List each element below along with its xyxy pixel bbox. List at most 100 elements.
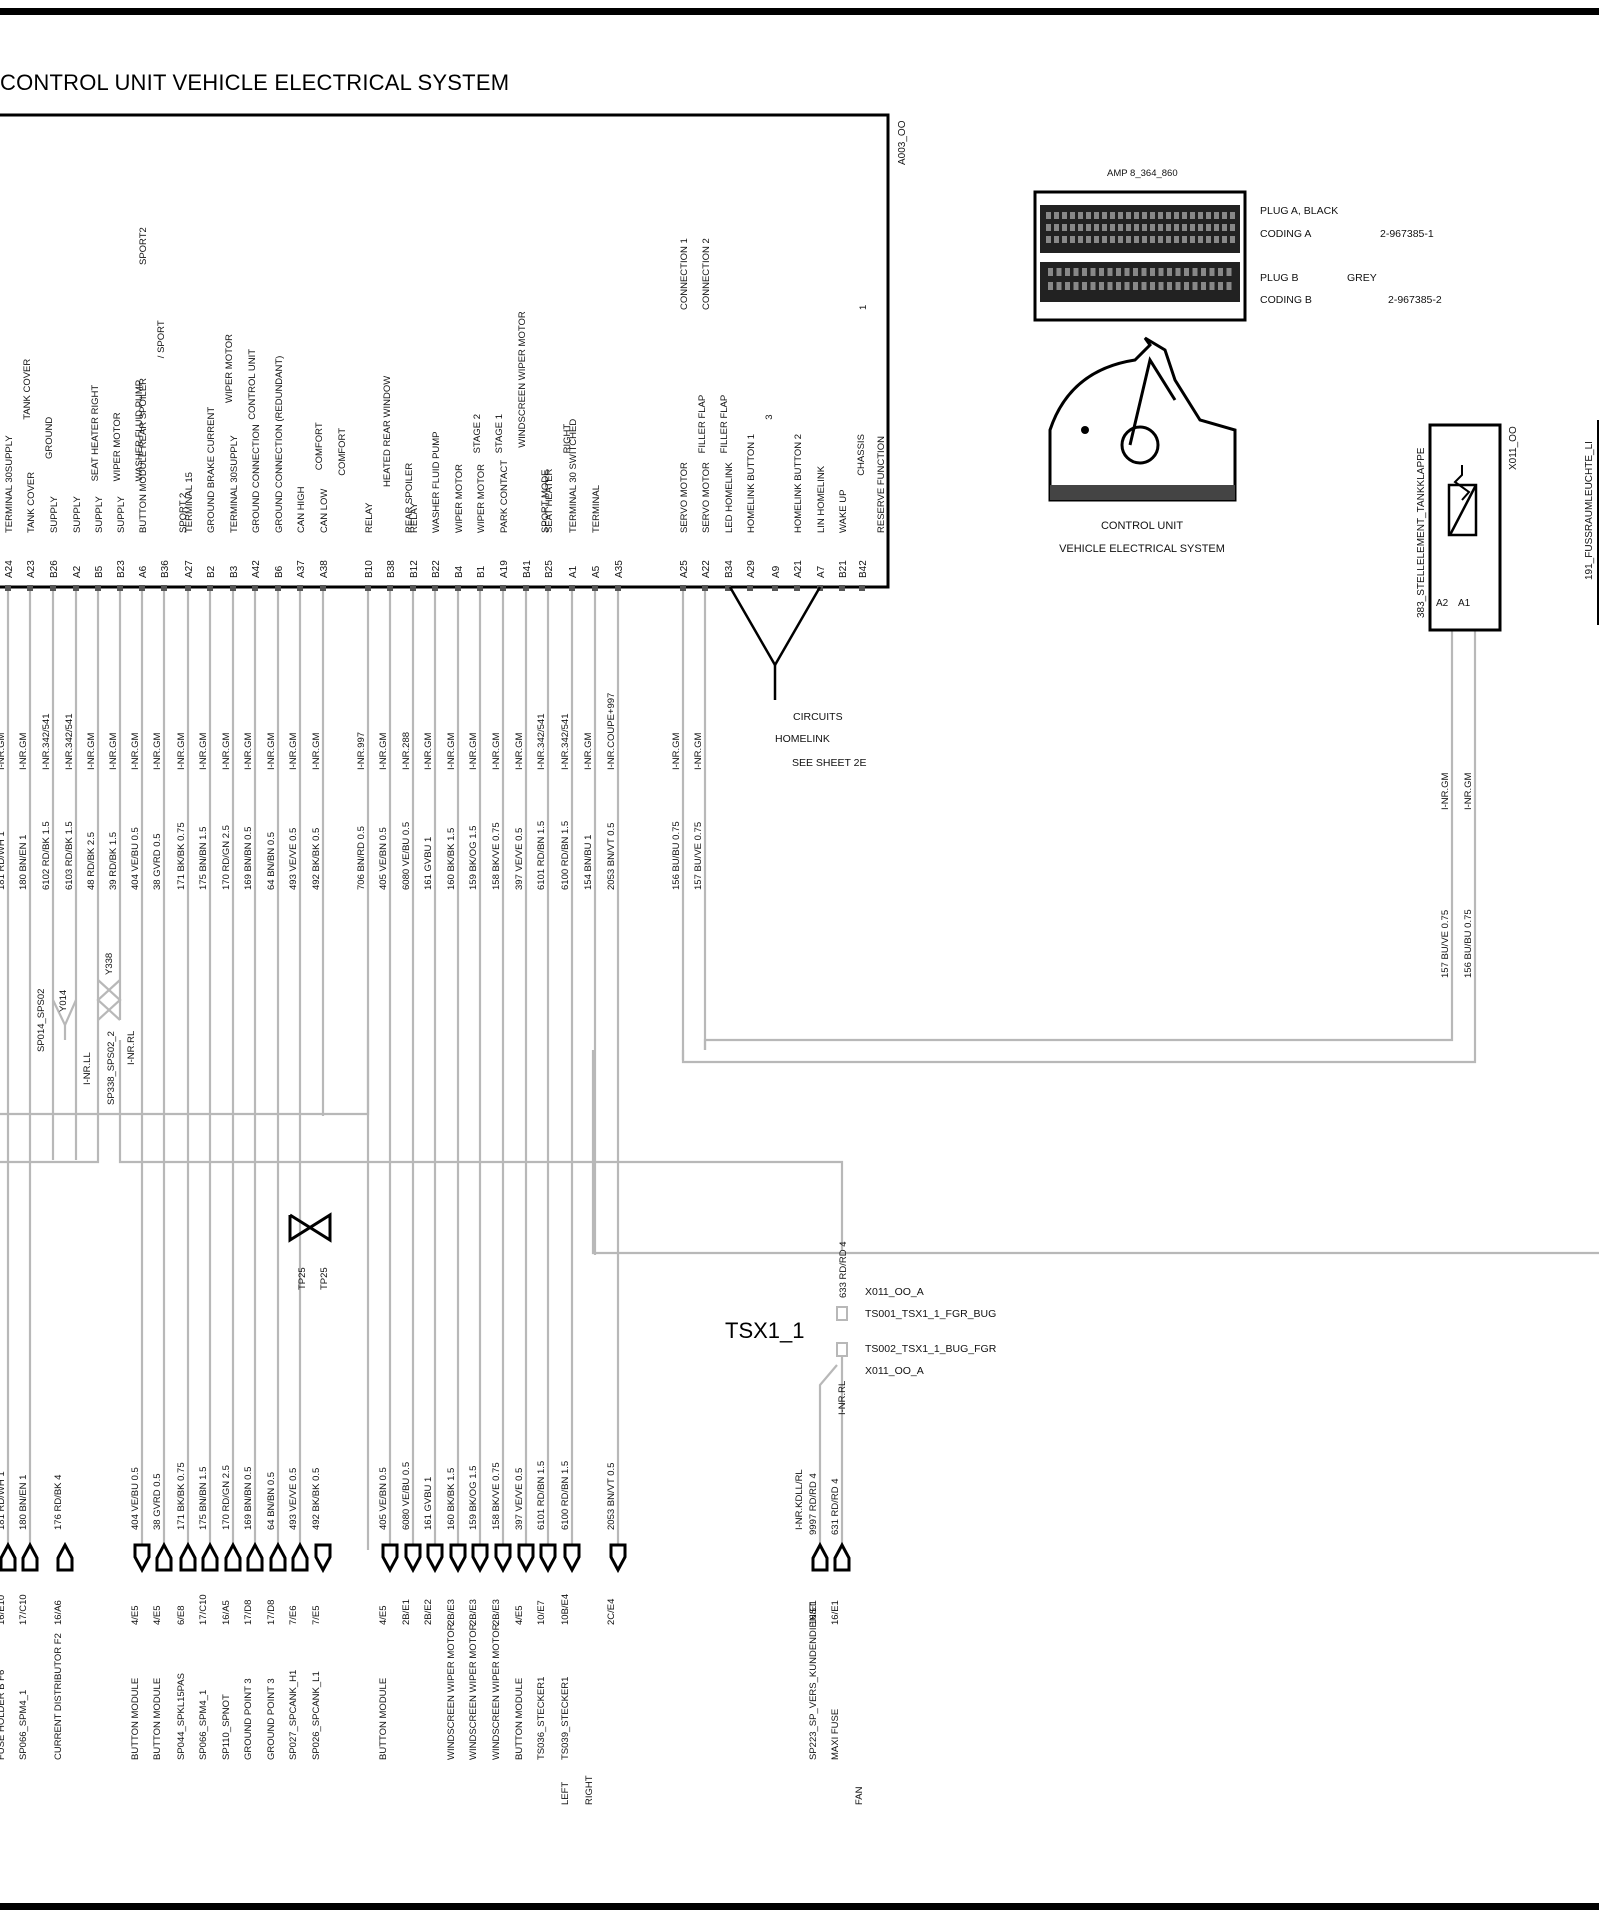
ts-feed-wire <box>818 1364 838 1545</box>
connector-pin-cell <box>1230 212 1235 219</box>
pin-function-A2: SUPPLY <box>72 496 83 533</box>
bottom-wire-label-19: 6101 RD/BN 1.5 <box>536 1461 547 1530</box>
control-unit-caption-2: VEHICLE ELECTRICAL SYSTEM <box>1059 543 1225 555</box>
pin-function-B23: SUPPLY <box>116 496 127 533</box>
connector-pin-cell <box>1070 212 1075 219</box>
bottom-wire-label-9: 64 BN/BN 0.5 <box>266 1472 277 1530</box>
connector-pin-cell <box>1209 268 1215 276</box>
connector-coding-a: CODING A <box>1260 228 1311 240</box>
pin-label-B41: B41 <box>522 560 533 578</box>
bottom-coord-label-9: 17/D8 <box>266 1600 277 1625</box>
splice-label-y014: Y014 <box>58 990 69 1012</box>
connector-pin-cell <box>1094 224 1099 231</box>
connector-pin-cell <box>1116 268 1121 276</box>
bottom-dest-label-7: SP110_SPNOT <box>221 1694 232 1760</box>
pin-function2-B41: SPORT MODE <box>540 469 551 533</box>
connector-pin-cell <box>1062 212 1067 219</box>
harness-label-A2: I-NR.342/541 <box>64 713 75 770</box>
connector-arrow-23 <box>833 1541 851 1572</box>
connector-pin-cell <box>1167 282 1172 290</box>
control-unit-arm <box>1128 356 1177 446</box>
pin-stub-A23 <box>27 585 33 591</box>
connector-pin-cell <box>1078 236 1083 243</box>
bottom-dest-label-18: BUTTON MODULE <box>514 1678 525 1760</box>
pin-label-B34: B34 <box>724 560 735 578</box>
connector-arrow-10 <box>291 1541 309 1572</box>
connector-arrow-0 <box>0 1541 17 1572</box>
ts-line-3: TS002_TSX1_1_BUG_FGR <box>865 1343 997 1355</box>
pin-label-A29: A29 <box>746 560 757 578</box>
bottom-coord-label-1: 17/C10 <box>18 1594 29 1625</box>
bottom-coord-label-7: 16/A5 <box>221 1600 232 1625</box>
connector-pin-cell <box>1134 224 1139 231</box>
connector-pin-cell <box>1082 282 1087 290</box>
connector-pin-cell <box>1073 282 1079 290</box>
connector-arrow-3 <box>133 1543 151 1574</box>
connector-pin-cell <box>1201 282 1206 290</box>
pin-function-B2: GROUND BRAKE CURRENT <box>206 407 217 533</box>
pin-label-B12: B12 <box>409 560 420 578</box>
pin-stub-B22 <box>432 585 438 591</box>
pin-stub-A21 <box>794 585 800 591</box>
pin-function2-B23: WASHER FLUID PUMP <box>134 380 145 482</box>
pin-stub-A38 <box>320 585 326 591</box>
bottom-dest-label-2: CURRENT DISTRIBUTOR F2 <box>53 1633 64 1760</box>
connector-pin-cell <box>1166 236 1171 243</box>
pin-label-B25: B25 <box>544 560 555 578</box>
bottom-coord-label-23: 16/E1 <box>830 1600 841 1625</box>
connector-pin-cell <box>1126 212 1131 219</box>
bottom-dest-label-4: BUTTON MODULE <box>152 1678 163 1760</box>
pin-stub-B5 <box>95 585 101 591</box>
harness-label-A5: I-NR.GM <box>583 732 594 770</box>
connector-pin-cell <box>1150 268 1155 276</box>
connector-pin-cell <box>1214 212 1219 219</box>
harness-label-B26: I-NR.342/541 <box>41 713 52 770</box>
connector-arrow-22 <box>811 1541 829 1572</box>
bus-heated-window <box>0 1030 370 1116</box>
bottom-wire-label-11: 492 BK/BK 0.5 <box>311 1468 322 1530</box>
pin-label-A5: A5 <box>591 565 602 578</box>
pin-function-A29: HOMELINK BUTTON 1 <box>746 434 757 533</box>
filler-wire-b <box>703 630 1454 1050</box>
pin-stub-B1 <box>477 585 483 591</box>
connector-pin-cell <box>1198 212 1203 219</box>
pin-function-B22: WASHER FLUID PUMP <box>431 431 442 533</box>
pin-stub-B41 <box>523 585 529 591</box>
bottom-coord-label-0: 16/E10 <box>0 1595 7 1625</box>
pin-function-A7: LIN HOMELINK <box>816 465 827 533</box>
bottom-wire-label-15: 160 BK/BK 1.5 <box>446 1468 457 1530</box>
control-unit-body <box>1048 336 1237 502</box>
pin-stub-B34 <box>725 585 731 591</box>
pin-function2-A23: GROUND <box>44 417 55 459</box>
pin-label-A7: A7 <box>816 565 827 578</box>
bottom-dest-label-1: SP066_SPM4_1 <box>18 1690 29 1760</box>
connector-pin-cell <box>1110 236 1115 243</box>
harness-label-B1: I-NR.GM <box>468 732 479 770</box>
connector-pin-cell <box>1158 268 1164 276</box>
pin-label-A38: A38 <box>319 560 330 578</box>
bottom-dest2-label-19: LEFT <box>560 1782 571 1805</box>
pin-function2-B3: CONTROL UNIT <box>247 349 258 420</box>
pin-function-A25: SERVO MOTOR <box>679 462 690 533</box>
ts-block-label: TSX1_1 <box>725 1318 805 1343</box>
bottom-border <box>0 1903 1599 1910</box>
connector-pin-cell <box>1166 224 1171 231</box>
bottom-dest-label-11: SP026_SPCANK_L1 <box>311 1671 322 1760</box>
actuator-connector-label: X011_OO <box>1508 426 1519 470</box>
pin-function2-A24: TANK COVER <box>22 359 33 420</box>
harness-label-A1: I-NR.342/541 <box>560 713 571 770</box>
connector-pin-cell <box>1046 236 1051 243</box>
connector-arrow-7 <box>224 1541 242 1572</box>
connector-pin-cell <box>1150 236 1155 243</box>
connector-pin-cell <box>1065 282 1070 290</box>
bottom-coord-label-14: 2B/E2 <box>423 1599 434 1625</box>
pin-stub-B10 <box>365 585 371 591</box>
bottom-wire-label-18: 397 VE/VE 0.5 <box>514 1468 525 1530</box>
pin-label-A22: A22 <box>701 560 712 578</box>
pin-function2-B38: REAR SPOILER <box>404 463 415 533</box>
connector-pin-cell <box>1070 236 1075 243</box>
connector-arrow-2 <box>56 1541 74 1572</box>
control-unit-bracket <box>1120 425 1160 465</box>
unit-id-label: A003_OO <box>897 120 908 165</box>
connector-pin-cell <box>1192 268 1198 276</box>
